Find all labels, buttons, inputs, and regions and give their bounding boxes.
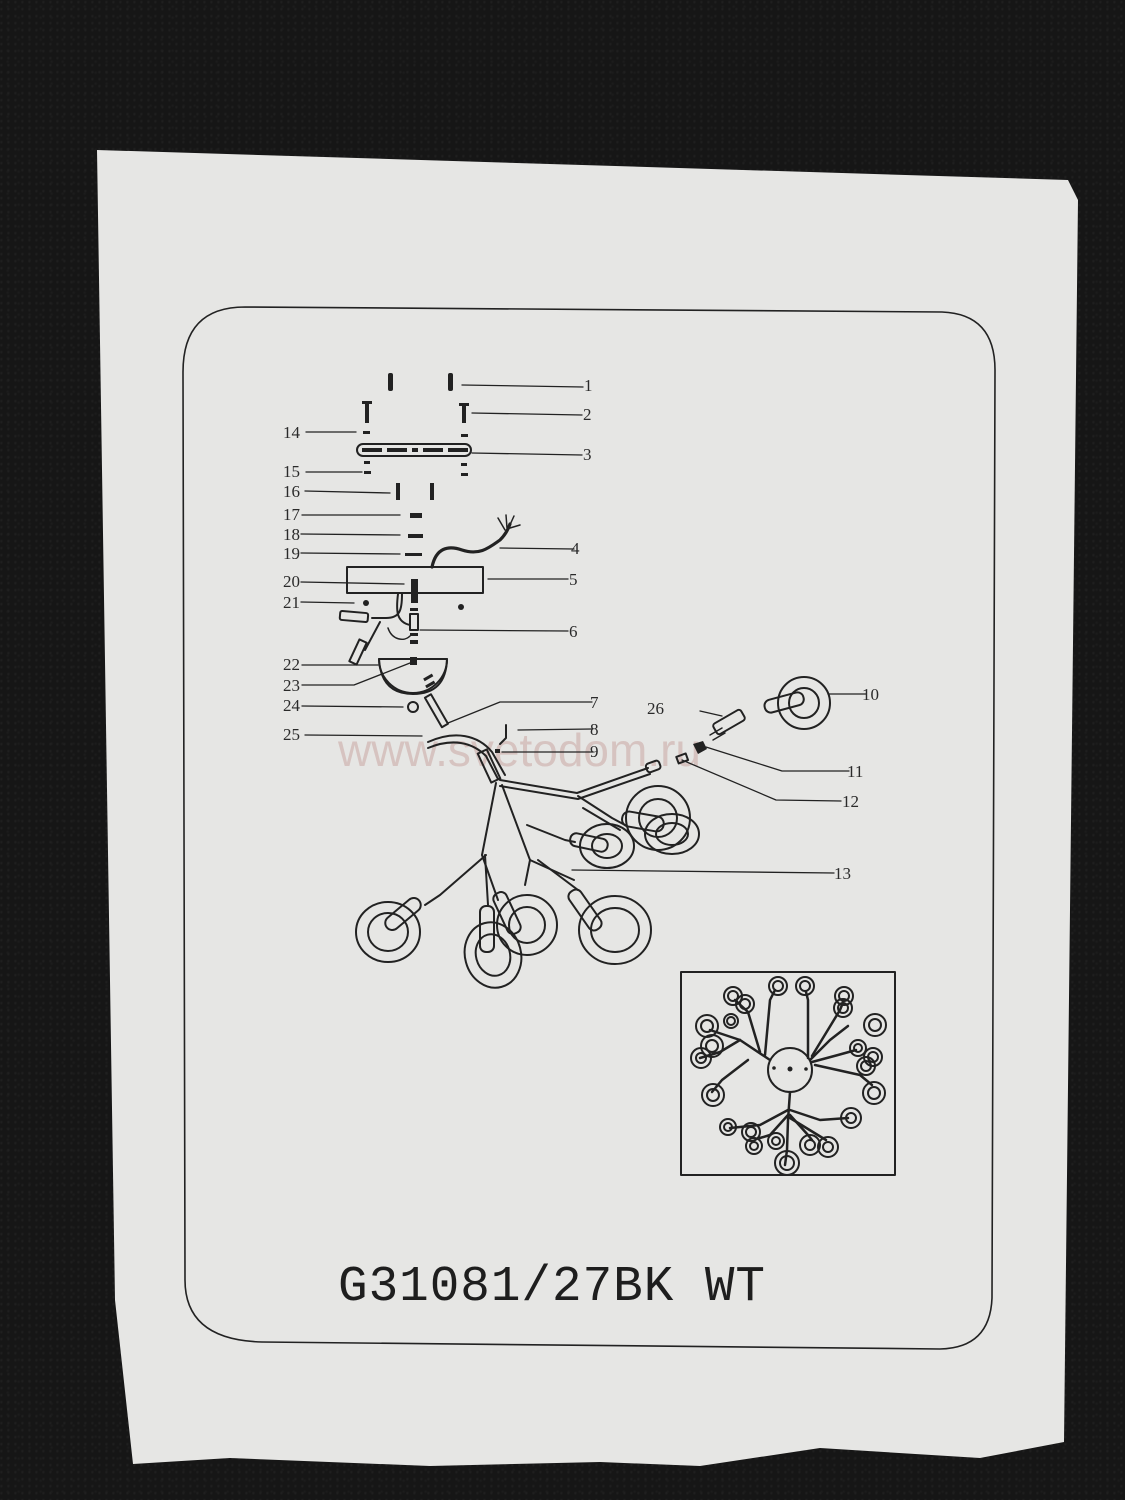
threaded-tube-icon <box>423 693 449 729</box>
model-number: G31081/27BK WT <box>338 1259 766 1316</box>
part-label-8: 8 <box>590 720 599 739</box>
part-label-9: 9 <box>590 742 599 761</box>
part-label-2: 2 <box>583 405 592 424</box>
exploded-diagram <box>338 373 831 989</box>
ring-shade-icon <box>777 676 831 730</box>
part-label-1: 1 <box>584 376 593 395</box>
part-label-15: 15 <box>283 462 300 481</box>
part-label-5: 5 <box>569 570 578 589</box>
screw-icon <box>362 401 469 423</box>
inset-top-view <box>680 971 896 1176</box>
part-label-20: 20 <box>283 572 300 591</box>
inner-border <box>182 306 996 1350</box>
part-label-23: 23 <box>283 676 300 695</box>
part-label-16: 16 <box>283 482 300 501</box>
leader-lines <box>300 384 867 874</box>
part-label-21: 21 <box>283 593 300 612</box>
lamp-socket-icon <box>709 708 746 741</box>
part-label-13: 13 <box>834 864 851 883</box>
part-label-11: 11 <box>847 762 863 781</box>
part-label-24: 24 <box>283 696 301 715</box>
part-label-22: 22 <box>283 655 300 674</box>
mounting-bar-icon <box>356 443 472 457</box>
part-label-6: 6 <box>569 622 578 641</box>
paper-sheet <box>97 150 1078 1466</box>
part-label-4: 4 <box>571 539 580 558</box>
part-label-17: 17 <box>283 505 301 524</box>
part-label-10: 10 <box>862 685 879 704</box>
part-label-18: 18 <box>283 525 300 544</box>
chandelier-arm-assembly <box>355 734 700 989</box>
part-label-3: 3 <box>583 445 592 464</box>
part-labels: 1 2 3 4 5 6 7 8 9 10 11 12 13 14 15 16 1… <box>283 376 879 883</box>
watermark: www.svetodom.ru <box>337 724 701 776</box>
anchor-icon <box>388 373 453 391</box>
part-label-19: 19 <box>283 544 300 563</box>
part-label-7: 7 <box>590 693 599 712</box>
part-label-26: 26 <box>647 699 664 718</box>
part-label-14: 14 <box>283 423 301 442</box>
part-label-12: 12 <box>842 792 859 811</box>
part-label-25: 25 <box>283 725 300 744</box>
wire-connector-icon <box>338 593 419 666</box>
cable-icon <box>430 522 512 569</box>
